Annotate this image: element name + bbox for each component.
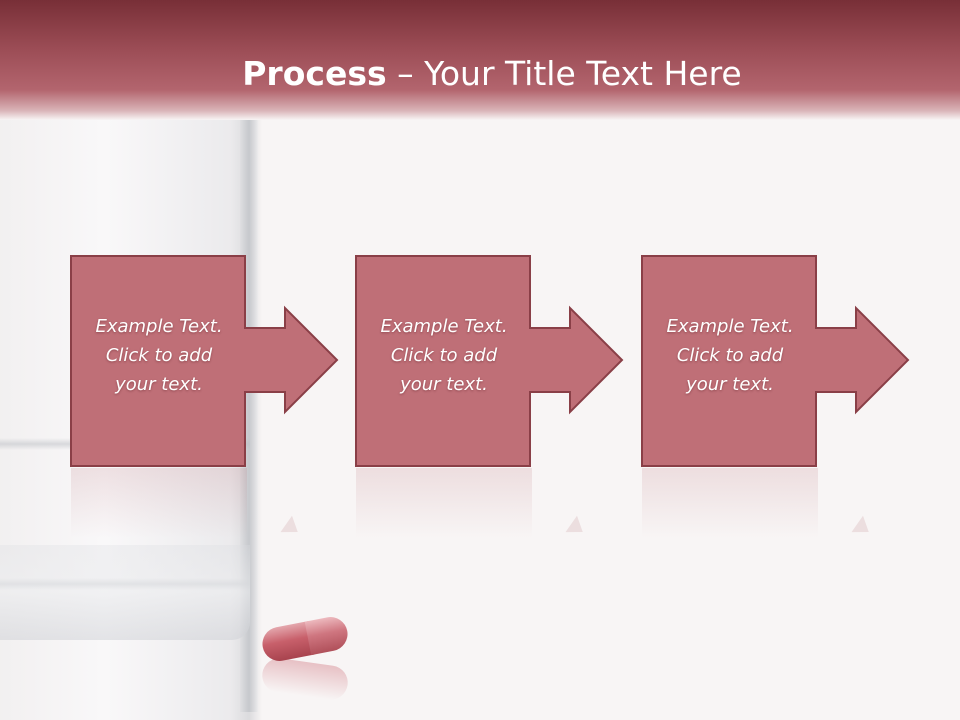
step-text-line: Example Text. bbox=[380, 316, 508, 337]
step-reflection bbox=[356, 468, 532, 538]
process-step-1[interactable]: Example Text. Click to add your text. bbox=[70, 255, 341, 541]
process-step-2[interactable]: Example Text. Click to add your text. bbox=[355, 255, 626, 541]
step-text-line: your text. bbox=[686, 374, 774, 395]
step-arrow-shape bbox=[641, 255, 910, 467]
step-text[interactable]: Example Text. Click to add your text. bbox=[71, 312, 247, 399]
step-reflection bbox=[642, 468, 818, 538]
slide-title[interactable]: Process – Your Title Text Here bbox=[0, 52, 960, 96]
title-bold-part: Process bbox=[242, 54, 387, 93]
step-text-line: Example Text. bbox=[666, 316, 794, 337]
step-reflection bbox=[71, 468, 247, 538]
step-text[interactable]: Example Text. Click to add your text. bbox=[356, 312, 532, 399]
step-text-line: Click to add bbox=[390, 345, 498, 366]
pill-reflection bbox=[260, 656, 350, 702]
arrow-reflection bbox=[851, 515, 875, 541]
step-text-line: your text. bbox=[115, 374, 203, 395]
pill-half bbox=[304, 614, 351, 656]
step-text-line: Click to add bbox=[105, 345, 213, 366]
arrow-reflection bbox=[280, 515, 304, 541]
process-step-3[interactable]: Example Text. Click to add your text. bbox=[641, 255, 912, 541]
arrow-reflection bbox=[565, 515, 589, 541]
step-text-line: Example Text. bbox=[95, 316, 223, 337]
step-text-line: Click to add bbox=[676, 345, 784, 366]
step-text-line: your text. bbox=[400, 374, 488, 395]
title-rest: Your Title Text Here bbox=[424, 54, 742, 93]
step-arrow-shape bbox=[355, 255, 624, 467]
title-dash: – bbox=[386, 54, 425, 93]
step-text[interactable]: Example Text. Click to add your text. bbox=[642, 312, 818, 399]
pill-capsule-image bbox=[259, 614, 351, 664]
title-bar bbox=[0, 0, 960, 120]
glass-base bbox=[0, 545, 250, 640]
step-arrow-shape bbox=[70, 255, 339, 467]
